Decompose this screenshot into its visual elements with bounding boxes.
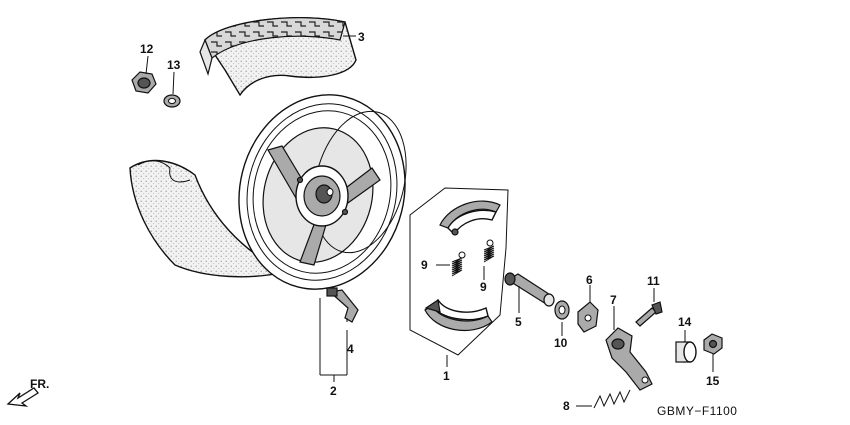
return-spring (593, 389, 631, 409)
callout-3: 3 (358, 30, 365, 44)
callouts: 1 2 3 4 5 6 7 8 9 9 10 11 12 13 14 15 (140, 30, 720, 413)
callout-10: 10 (554, 336, 568, 350)
brake-assembly-outline (409, 187, 509, 356)
brake-arm (605, 327, 653, 391)
callout-4: 4 (347, 342, 354, 356)
callout-7: 7 (610, 293, 617, 307)
tire (129, 17, 357, 278)
callout-9-right: 9 (480, 280, 487, 294)
brake-spring-left (451, 251, 466, 277)
callout-14: 14 (678, 315, 692, 329)
callout-9-left: 9 (421, 258, 428, 272)
adjusting-nut (703, 333, 723, 355)
callout-5: 5 (515, 315, 522, 329)
wear-indicator-plate (577, 301, 599, 333)
washer (163, 94, 181, 108)
cam-washer (554, 300, 570, 320)
callout-6: 6 (586, 273, 593, 287)
callout-11: 11 (647, 274, 660, 288)
joint-pin (675, 341, 697, 363)
leader-lines (145, 35, 714, 407)
callout-13: 13 (167, 58, 181, 72)
arm-bolt (635, 301, 663, 327)
wheel-rim (238, 94, 407, 290)
brake-spring-right (483, 239, 495, 263)
callout-1: 1 (443, 369, 450, 383)
brake-shoe-upper (439, 200, 501, 236)
callout-2: 2 (330, 384, 337, 398)
direction-label: FR. (30, 377, 49, 391)
axle-nut (131, 71, 157, 94)
callout-12: 12 (140, 42, 154, 56)
callout-15: 15 (706, 374, 720, 388)
brake-cam (504, 272, 555, 307)
diagram-code: GBMY−F1100 (657, 404, 737, 418)
front-direction-arrow: FR. (6, 377, 49, 407)
brake-shoe-lower (424, 298, 493, 332)
air-valve (326, 287, 359, 323)
callout-8: 8 (563, 399, 570, 413)
